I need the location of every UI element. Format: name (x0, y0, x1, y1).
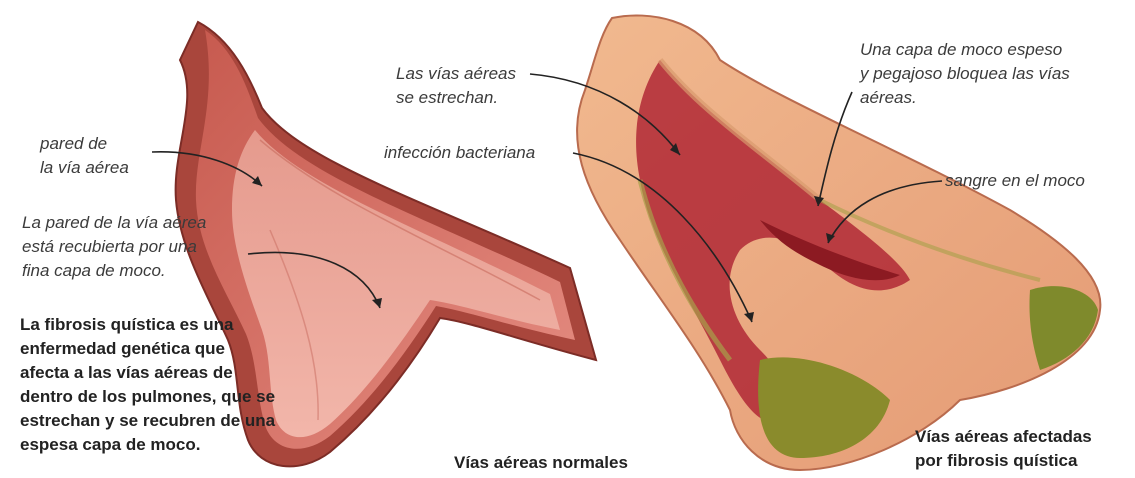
label-blood-in-mucus: sangre en el moco (945, 169, 1085, 193)
label-bacterial-infection: infección bacteriana (384, 141, 535, 165)
normal-airway-lumen (232, 130, 560, 437)
label-airway-wall: pared de la vía aérea (40, 132, 129, 180)
caption-normal-airways: Vías aéreas normales (454, 451, 628, 475)
label-thick-mucus: Una capa de moco espeso y pegajoso bloqu… (860, 38, 1070, 110)
label-narrowed-airways: Las vías aéreas se estrechan. (396, 62, 516, 110)
label-thin-mucus: La pared de la vía aérea está recubierta… (22, 211, 206, 283)
description-text: La fibrosis quística es una enfermedad g… (20, 313, 275, 457)
affected-airway-mucus-2 (1029, 286, 1098, 370)
caption-affected-airways: Vías aéreas afectadas por fibrosis quíst… (915, 425, 1092, 473)
